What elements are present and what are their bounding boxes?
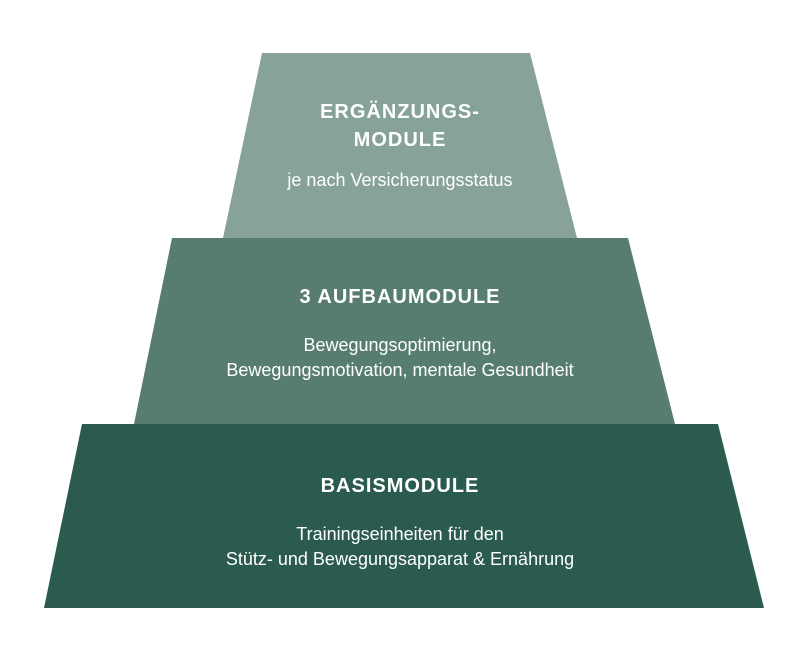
tier-top-title-line2: MODULE [353,129,447,151]
tier-top-shape [223,53,577,238]
tier-middle-shape [134,238,675,424]
tier-top-label: ERGÄNZUNGS- MODULE je nach Versicherungs… [0,98,800,193]
tier-middle-title: 3 AUFBAUMODULE [299,286,501,308]
tier-bottom-title: BASISMODULE [320,475,480,497]
tier-middle-subtitle-line1: Bewegungsoptimierung, [303,335,497,355]
tier-top-subtitle: je nach Versicherungsstatus [287,170,513,190]
tier-bottom-subtitle-line2: Stütz- und Bewegungsapparat & Ernährung [225,549,575,569]
tier-top-title-line1: ERGÄNZUNGS- [320,101,480,123]
tier-middle-subtitle-line2: Bewegungsmotivation, mentale Gesundheit [226,360,574,380]
tier-bottom-shape [44,424,764,608]
tier-middle-label: 3 AUFBAUMODULE Bewegungsoptimierung, Bew… [0,283,800,383]
tier-bottom-subtitle-line1: Trainingseinheiten für den [296,524,504,544]
tier-bottom-label: BASISMODULE Trainingseinheiten für den S… [0,472,800,572]
